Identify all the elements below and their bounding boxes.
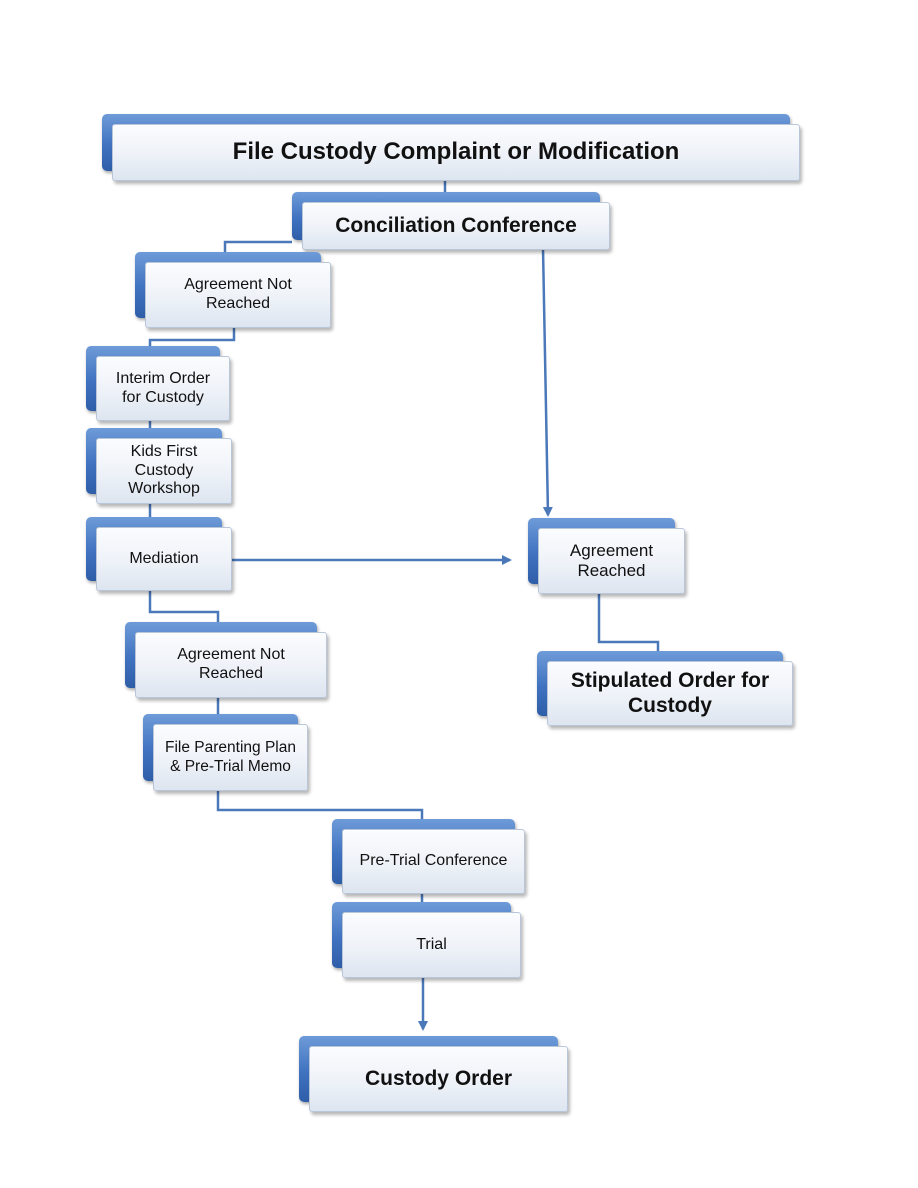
stipulated-order-box: Stipulated Order for Custody — [537, 651, 793, 726]
mediation-label: Mediation — [129, 549, 199, 567]
agreement-reached-label: Agreement Reached — [569, 540, 654, 580]
connector-parenting-plan-to-pretrial — [216, 790, 424, 820]
trial-box: Trial — [332, 902, 521, 978]
agreement-reached-box: Agreement Reached — [528, 518, 685, 594]
stipulated-order-label: Stipulated Order for Custody — [570, 668, 770, 717]
file-parenting-plan-box: File Parenting Plan & Pre-Trial Memo — [143, 714, 308, 791]
conciliation-conference-box: Conciliation Conference — [292, 192, 610, 250]
connector-not-reached-1-to-interim — [148, 328, 236, 348]
file-parenting-plan-label: File Parenting Plan & Pre-Trial Memo — [165, 739, 296, 775]
agreement-not-reached-box-2: Agreement Not Reached — [125, 622, 327, 698]
arrow-conciliation-to-agreement-reached — [541, 247, 553, 517]
file-custody-complaint-label: File Custody Complaint or Modification — [232, 138, 680, 166]
interim-order-label: Interim Order for Custody — [115, 369, 211, 406]
file-custody-complaint-box: File Custody Complaint or Modification — [102, 114, 800, 181]
kids-first-workshop-label: Kids First Custody Workshop — [128, 442, 200, 498]
mediation-box: Mediation — [86, 517, 232, 591]
agreement-not-reached-box-1: Agreement Not Reached — [135, 252, 331, 328]
custody-order-box: Custody Order — [299, 1036, 568, 1112]
connector-agreement-reached-to-stipulated — [597, 593, 660, 652]
kids-first-workshop-box: Kids First Custody Workshop — [86, 428, 232, 504]
interim-order-box: Interim Order for Custody — [86, 346, 230, 421]
pre-trial-conference-box: Pre-Trial Conference — [332, 819, 525, 894]
connector-conciliation-to-not-reached-1 — [223, 240, 292, 253]
agreement-not-reached-label-2: Agreement Not Reached — [177, 646, 285, 682]
connector-mediation-to-not-reached-2 — [148, 590, 220, 623]
agreement-not-reached-label-1: Agreement Not Reached — [184, 276, 292, 312]
trial-label: Trial — [416, 935, 447, 953]
custody-order-label: Custody Order — [364, 1066, 513, 1090]
pre-trial-conference-label: Pre-Trial Conference — [359, 852, 508, 870]
conciliation-conference-label: Conciliation Conference — [335, 213, 577, 237]
